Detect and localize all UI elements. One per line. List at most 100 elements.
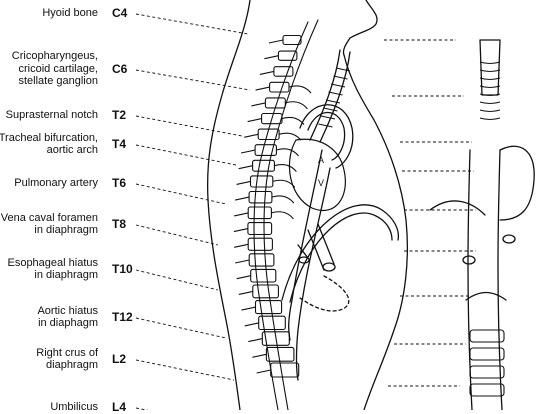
leader-left-6 [135, 269, 219, 291]
vertebral-level-8: L2 [112, 352, 127, 366]
lumbar-vertebra-anterior [469, 365, 505, 379]
spinal-canal [263, 19, 319, 410]
vertebra [265, 346, 295, 362]
spinous-process [233, 228, 249, 233]
landmark-label-4: Pulmonary artery [14, 176, 98, 189]
landmark-label-9: Umbilicus [50, 400, 98, 413]
tracheal-ring-anterior [479, 109, 501, 112]
spinous-process [240, 149, 256, 154]
tracheal-ring [318, 123, 333, 128]
vertebra [277, 50, 298, 61]
rib-head [271, 195, 295, 204]
vertebral-level-0: C4 [112, 6, 128, 20]
leader-left-4 [135, 183, 227, 205]
tracheal-ring [320, 115, 336, 120]
lumbar-vertebra-anterior [469, 329, 505, 343]
tracheal-rings [318, 61, 501, 128]
tracheal-ring-anterior [479, 85, 501, 88]
vertebral-level-7: T12 [112, 310, 133, 324]
vena-cava-stump [297, 244, 309, 259]
tracheal-ring [328, 91, 343, 96]
vertebra [252, 159, 275, 172]
vertebral-level-2: T2 [112, 108, 127, 122]
spinous-process [234, 196, 250, 201]
spinous-process [268, 39, 284, 44]
front-outline [343, 54, 408, 410]
heart-letter-v: V [318, 178, 324, 188]
rib-head [278, 132, 302, 141]
landmark-label-8: Right crus of diaphragm [36, 346, 98, 372]
spinous-process [235, 259, 250, 264]
lumbar-vertebra-anterior [469, 383, 505, 397]
spinous-process [252, 353, 267, 358]
rib-head [288, 85, 312, 94]
tracheal-ring [330, 83, 346, 88]
vertebral-level-4: T6 [112, 176, 127, 190]
vertebra [247, 222, 273, 236]
vertebra [249, 175, 274, 188]
spinous-process [238, 165, 253, 170]
tracheal-ring-anterior [479, 101, 501, 104]
vertebra [252, 284, 279, 299]
leader-left-8 [135, 359, 235, 381]
face-outline [349, 0, 378, 39]
spinous-process [248, 338, 263, 343]
landmark-label-7: Aortic hiatus in diaphagm [37, 304, 98, 330]
vertebra [273, 66, 294, 77]
heart [288, 138, 346, 211]
spinous-process [241, 306, 256, 311]
spinous-process [255, 86, 270, 91]
vertebra [250, 268, 277, 283]
diaphragm [281, 204, 400, 301]
vertebra [269, 81, 290, 93]
landmark-label-5: Vena caval foramen in diaphragm [0, 211, 98, 237]
abdominal-curve [299, 275, 350, 312]
leader-left-0 [135, 13, 249, 35]
spinous-process [234, 243, 249, 248]
landmark-label-2: Suprasternal notch [5, 108, 98, 121]
tracheal-ring [333, 75, 348, 80]
vertebra [247, 237, 273, 251]
vertebral-level-3: T4 [112, 137, 127, 151]
rib-head [285, 101, 308, 110]
trachea-sagittal [309, 49, 341, 141]
spinous-process [236, 275, 251, 280]
vertebral-level-9: L4 [112, 400, 127, 414]
spinous-process [244, 322, 259, 327]
rib-head [281, 116, 305, 125]
descending-aorta [295, 167, 331, 381]
spinous-process [244, 133, 259, 138]
spinous-process [238, 290, 253, 295]
vertebral-column [233, 34, 312, 378]
landmark-label-3: Tracheal bifurcation, aortic arch [0, 131, 98, 157]
landmark-label-6: Esophageal hiatus in diaphragm [7, 256, 98, 282]
leader-left-2 [135, 115, 243, 137]
leader-left-3 [135, 144, 237, 166]
vertebra [254, 300, 283, 315]
tracheal-ring [323, 107, 338, 112]
vertebra [258, 315, 286, 331]
vertebral-level-6: T10 [112, 262, 133, 276]
vertebra [270, 362, 300, 378]
rib-head [276, 148, 299, 157]
spinous-process [251, 102, 266, 107]
tracheal-ring-anterior [479, 69, 501, 72]
leader-left-5 [135, 224, 219, 246]
rib-head [271, 211, 294, 220]
tracheal-ring-anterior [479, 117, 501, 120]
spinous-process [256, 369, 271, 374]
tracheal-ring-anterior [479, 77, 501, 80]
spinous-process [259, 70, 275, 75]
lumbar-vertebrae-anterior [469, 329, 505, 397]
aorta-stump [307, 223, 335, 271]
vertebral-level-5: T8 [112, 217, 127, 231]
vertebra [248, 190, 273, 204]
rib-head [272, 179, 296, 188]
tracheal-ring [325, 99, 341, 104]
spinous-process [236, 180, 251, 185]
landmark-label-1: Cricopharyngeus, cricoid cartilage, stel… [11, 50, 98, 88]
leader-left-1 [135, 69, 251, 91]
vertebra [247, 206, 272, 220]
